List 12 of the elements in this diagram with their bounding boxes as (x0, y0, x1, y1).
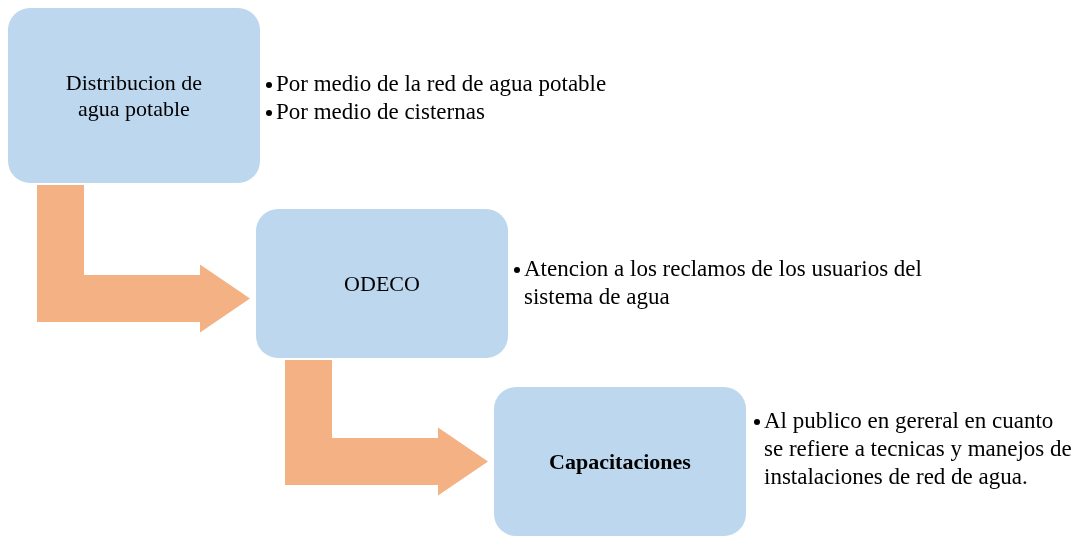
bullet-text: Atencion a los reclamos de los usuarios del sistema de agua (524, 255, 923, 311)
box-label: ODECO (344, 270, 420, 297)
box-label: Distribucion de agua potable (64, 69, 204, 122)
process-box (494, 387, 746, 536)
box-label: Capacitaciones (549, 448, 691, 475)
bent-arrow (285, 360, 488, 496)
bullet-text: Por medio de la red de agua potable (276, 70, 607, 98)
bent-arrow (37, 185, 250, 333)
bullet-text: Por medio de cisternas (276, 98, 485, 126)
bullet-text: Al publico en gereral en cuanto se refiere a tecnicas y manejos de instalaciones de red de agua. (764, 407, 1073, 491)
process-box (256, 209, 508, 358)
process-box (8, 8, 260, 183)
